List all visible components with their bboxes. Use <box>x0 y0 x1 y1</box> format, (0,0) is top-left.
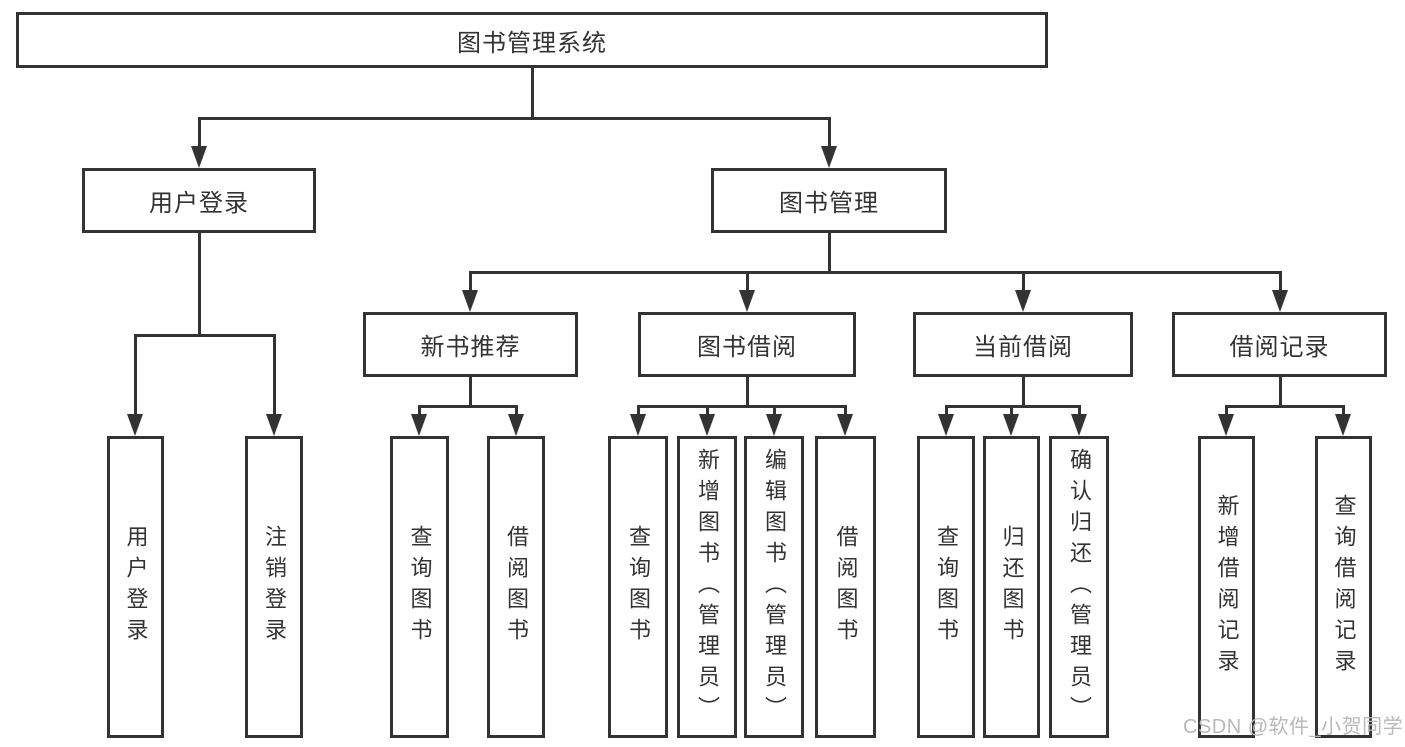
edge-book-borrow-hline <box>637 405 847 408</box>
csdn-watermark: CSDN @软件_小贺同学 <box>1183 716 1404 738</box>
leaf-bb-edit-books-admin: 编辑图书（管理员） <box>744 436 804 738</box>
node-new-books: 新书推荐 <box>363 312 578 377</box>
node-current-borrow-label: 当前借阅 <box>973 334 1073 361</box>
arrowhead-borrow-records <box>1272 290 1288 312</box>
edge-level1-hline <box>198 117 830 120</box>
arrowhead-user-login <box>191 146 207 168</box>
node-root-label: 图书管理系统 <box>457 29 607 57</box>
arrowhead-bb-add <box>699 414 715 436</box>
arrowhead-bb-query <box>630 414 646 436</box>
arrowhead-bb-edit <box>766 414 782 436</box>
leaf-cb-return-books-label: 归还图书 <box>999 525 1025 649</box>
edge-to-leaf-login <box>134 334 137 416</box>
arrowhead-leaf-logout <box>266 414 282 436</box>
leaf-user-login-label: 用户登录 <box>123 525 149 649</box>
leaf-bb-query-books-label: 查询图书 <box>626 525 651 649</box>
node-borrow-records-label: 借阅记录 <box>1229 334 1330 361</box>
edge-to-br-query <box>1342 405 1345 417</box>
leaf-br-add-record-label: 新增借阅记录 <box>1214 494 1240 680</box>
leaf-cb-query-books-label: 查询图书 <box>934 525 959 649</box>
leaf-cb-return-books: 归还图书 <box>983 436 1040 738</box>
edge-to-book-borrow <box>746 271 749 292</box>
edge-to-nb-query <box>418 405 421 417</box>
edge-to-borrow-records <box>1279 271 1282 292</box>
edge-user-login-stub <box>198 233 201 337</box>
node-user-login-label: 用户登录 <box>149 190 249 217</box>
edge-to-new-books <box>469 271 472 292</box>
edge-to-nb-borrow <box>515 405 518 417</box>
edge-borrow-records-hline <box>1225 405 1345 408</box>
leaf-br-add-record: 新增借阅记录 <box>1198 436 1255 738</box>
edge-user-login-hline <box>134 334 275 337</box>
edge-to-bb-query <box>637 405 640 417</box>
node-user-login: 用户登录 <box>82 168 316 233</box>
node-book-borrow-label: 图书借阅 <box>697 334 797 361</box>
arrowhead-br-add <box>1218 414 1234 436</box>
arrowhead-bb-borrow <box>837 414 853 436</box>
leaf-bb-borrow-books-label: 借阅图书 <box>833 525 859 649</box>
leaf-user-login: 用户登录 <box>107 436 164 738</box>
arrowhead-leaf-login <box>127 414 143 436</box>
edge-level2-hline <box>469 271 1282 274</box>
node-root: 图书管理系统 <box>16 12 1048 68</box>
leaf-nb-query-books-label: 查询图书 <box>407 525 433 649</box>
edge-new-books-hline <box>418 405 518 408</box>
edge-to-bb-borrow <box>844 405 847 417</box>
arrowhead-nb-borrow <box>508 414 524 436</box>
arrowhead-cb-query <box>938 414 954 436</box>
edge-to-user-login <box>198 117 201 150</box>
leaf-br-query-record-label: 查询借阅记录 <box>1331 494 1357 680</box>
leaf-nb-borrow-books: 借阅图书 <box>487 436 545 738</box>
leaf-logout: 注销登录 <box>245 436 303 738</box>
leaf-nb-query-books: 查询图书 <box>390 436 449 738</box>
leaf-nb-borrow-books-label: 借阅图书 <box>504 525 529 649</box>
arrowhead-book-borrow <box>739 290 755 312</box>
leaf-bb-query-books: 查询图书 <box>608 436 668 738</box>
arrowhead-cb-confirm <box>1071 414 1087 436</box>
leaf-bb-add-books-admin: 新增图书（管理员） <box>677 436 737 738</box>
node-new-books-label: 新书推荐 <box>420 334 521 361</box>
edge-to-bb-edit <box>773 405 776 417</box>
edge-to-cb-query <box>945 405 948 417</box>
leaf-br-query-record: 查询借阅记录 <box>1315 436 1372 738</box>
arrowhead-book-mgmt <box>821 146 837 168</box>
arrowhead-br-query <box>1335 414 1351 436</box>
edge-current-borrow-stub <box>1022 377 1025 408</box>
leaf-bb-edit-books-admin-label: 编辑图书（管理员） <box>762 447 787 727</box>
arrowhead-nb-query <box>411 414 427 436</box>
arrowhead-current-borrow <box>1015 290 1031 312</box>
leaf-cb-confirm-return-admin-label: 确认归还（管理员） <box>1067 447 1092 727</box>
leaf-logout-label: 注销登录 <box>262 525 287 649</box>
edge-root-stub <box>531 68 534 120</box>
leaf-cb-query-books: 查询图书 <box>917 436 975 738</box>
edge-to-br-add <box>1225 405 1228 417</box>
edge-to-leaf-logout <box>273 334 276 416</box>
edge-borrow-records-stub <box>1279 377 1282 408</box>
edge-to-cb-confirm <box>1078 405 1081 417</box>
edge-new-books-stub <box>469 377 472 408</box>
leaf-cb-confirm-return-admin: 确认归还（管理员） <box>1049 436 1109 738</box>
edge-book-mgmt-stub <box>828 233 831 274</box>
node-current-borrow: 当前借阅 <box>913 312 1133 377</box>
edge-to-book-mgmt <box>828 117 831 150</box>
arrowhead-cb-return <box>1003 414 1019 436</box>
node-book-mgmt: 图书管理 <box>711 168 947 233</box>
leaf-bb-borrow-books: 借阅图书 <box>815 436 876 738</box>
node-book-borrow: 图书借阅 <box>638 312 856 377</box>
arrowhead-new-books <box>462 290 478 312</box>
leaf-bb-add-books-admin-label: 新增图书（管理员） <box>695 447 720 727</box>
edge-to-cb-return <box>1010 405 1013 417</box>
edge-book-borrow-stub <box>746 377 749 408</box>
edge-to-current-borrow <box>1022 271 1025 292</box>
node-borrow-records: 借阅记录 <box>1172 312 1387 377</box>
edge-current-borrow-hline <box>945 405 1081 408</box>
node-book-mgmt-label: 图书管理 <box>779 190 879 217</box>
edge-to-bb-add <box>706 405 709 417</box>
